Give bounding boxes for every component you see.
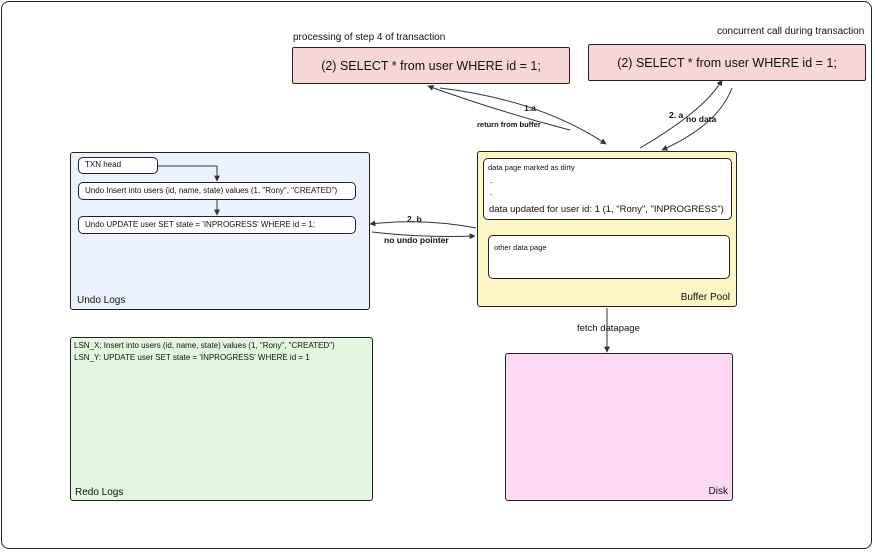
undo-entry-2: Undo UPDATE user SET state = 'INPROGRESS… [78, 216, 356, 234]
arrow-2b-label: 2. b [407, 214, 422, 224]
other-data-page: other data page [488, 235, 730, 279]
dirty-data-page: data page marked as dirty . . data updat… [483, 158, 732, 220]
arrow-2b-sublabel: no undo pointer [384, 235, 449, 245]
right-query-text: (2) SELECT * from user WHERE id = 1; [617, 55, 837, 70]
right-query-box: (2) SELECT * from user WHERE id = 1; [588, 44, 866, 81]
redo-log-line-2: LSN_Y: UPDATE user SET state = 'INPROGRE… [74, 353, 310, 362]
arrow-2a-down [661, 87, 733, 151]
disk-title: Disk [708, 486, 728, 497]
left-query-box: (2) SELECT * from user WHERE id = 1; [292, 47, 570, 84]
dirty-page-dot-1: . [490, 175, 493, 185]
arrow-2b-to-undo [369, 220, 477, 229]
undo-entry-1-text: Undo Insert into users (id, name, state)… [85, 186, 338, 195]
arrow-2a-sublabel: no data [686, 114, 717, 124]
fetch-datapage-label: fetch datapage [575, 323, 642, 334]
caption-right-query: concurrent call during transaction [717, 26, 865, 37]
undo-logs-title: Undo Logs [77, 295, 126, 306]
caption-left-query: processing of step 4 of transaction [293, 32, 446, 43]
redo-logs-title: Redo Logs [75, 487, 124, 498]
undo-entry-1: Undo Insert into users (id, name, state)… [78, 182, 356, 200]
redo-log-line-1: LSN_X: Insert into users (id, name, stat… [74, 341, 335, 350]
txn-head-box: TXN head [78, 157, 158, 174]
arrow-1a-return [427, 85, 571, 131]
txn-head-to-entry1-connector [158, 165, 220, 182]
left-query-text: (2) SELECT * from user WHERE id = 1; [321, 58, 541, 73]
undo-entry-2-text: Undo UPDATE user SET state = 'INPROGRESS… [85, 220, 315, 229]
arrow-1a-label: 1.a [524, 103, 536, 113]
disk-box: Disk [505, 353, 733, 501]
dirty-page-data: data updated for user id: 1 (1, "Rony", … [489, 204, 724, 215]
other-page-title: other data page [494, 243, 547, 252]
dirty-page-dot-2: . [490, 187, 493, 197]
buffer-pool-title: Buffer Pool [680, 292, 730, 303]
arrow-2b-to-buffer [371, 231, 476, 240]
redo-logs-box: LSN_X: Insert into users (id, name, stat… [70, 337, 373, 501]
arrow-2a-up [639, 79, 723, 149]
arrow-1a-request [439, 87, 607, 145]
arrow-2a-label: 2. a [669, 110, 684, 120]
dirty-page-title: data page marked as dirty [488, 163, 575, 172]
txn-head-label: TXN head [85, 160, 122, 169]
arrow-1a-sublabel: return from buffer [477, 120, 541, 129]
